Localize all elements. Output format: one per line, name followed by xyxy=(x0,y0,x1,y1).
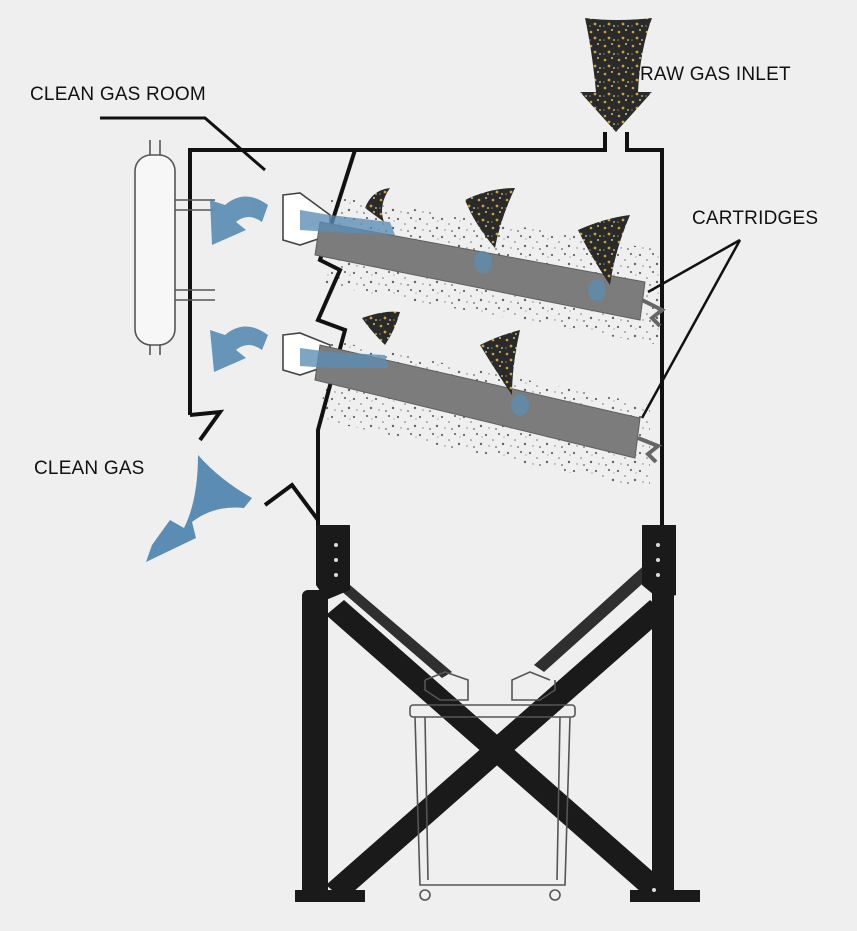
clean-flow-arrow xyxy=(210,196,606,416)
support-frame xyxy=(295,525,700,902)
housing-outline xyxy=(188,132,664,550)
pulse-tank xyxy=(134,140,215,355)
raw-gas-inlet-arrow xyxy=(580,18,652,132)
clean-gas-label: CLEAN GAS xyxy=(34,458,145,479)
dust-bin xyxy=(409,671,576,901)
cartridges-leaders xyxy=(640,238,742,419)
clean-gas-room-leader xyxy=(100,116,266,172)
cartridges-label: CARTRIDGES xyxy=(692,208,819,229)
raw-gas-swirl xyxy=(362,188,630,395)
frame-rivets xyxy=(334,543,660,892)
raw-gas-inlet-label: RAW GAS INLET xyxy=(640,64,791,85)
clean-gas-room-label: CLEAN GAS ROOM xyxy=(30,84,206,105)
clean-gas-arrow xyxy=(146,455,252,562)
cartridge-lower xyxy=(314,344,641,459)
